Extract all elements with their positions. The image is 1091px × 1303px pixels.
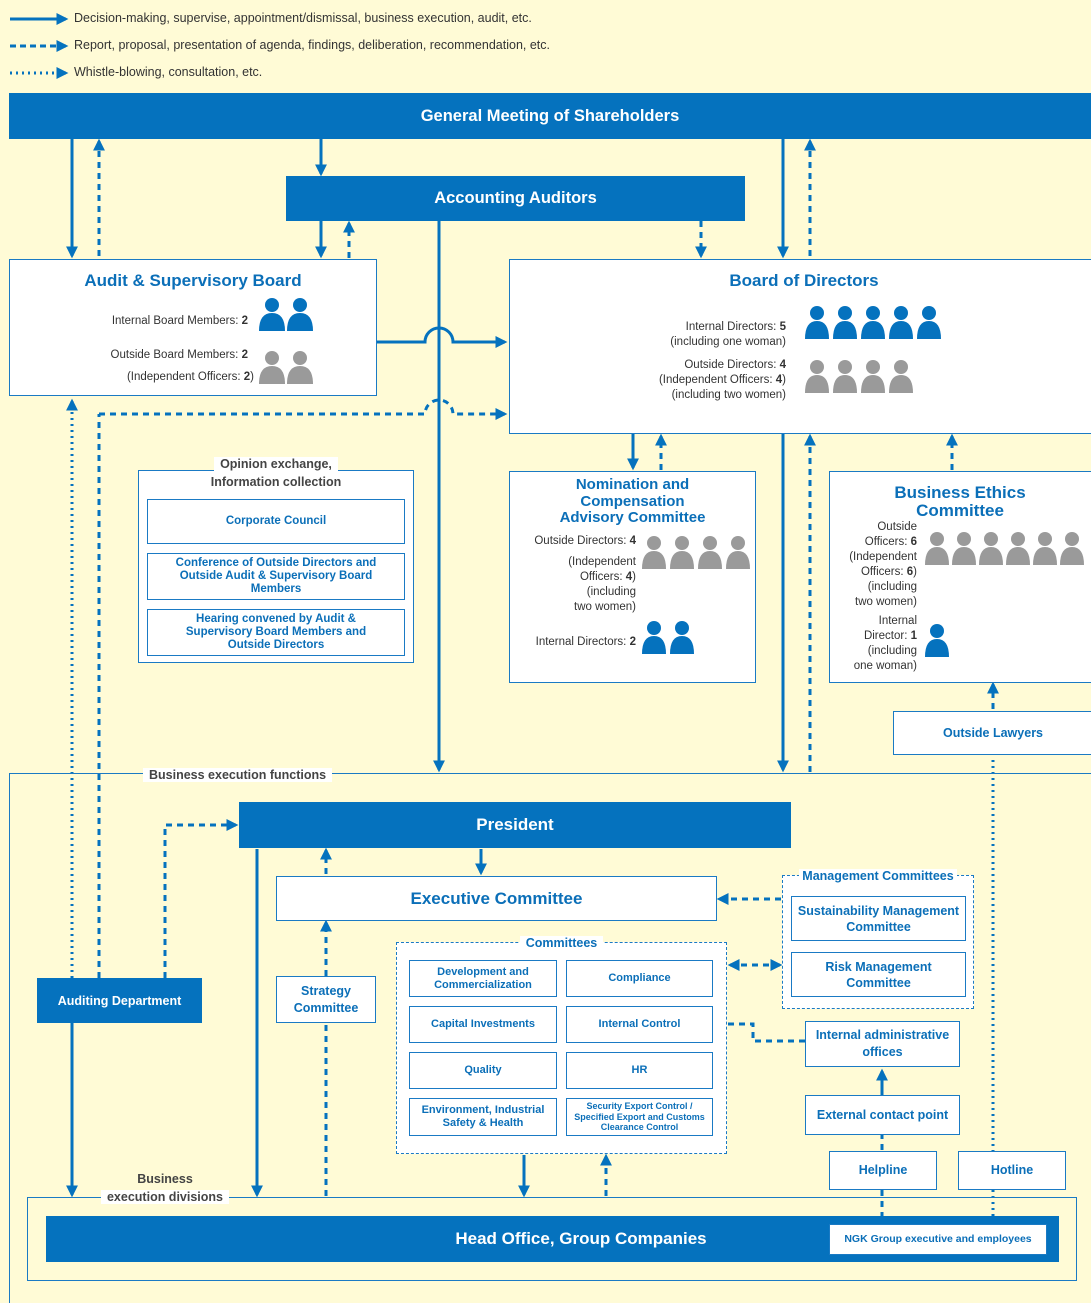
audit-outside-label: Outside Board Members: 2 (110, 349, 248, 361)
nomination-internal-label: Internal Directors: 2 (535, 636, 636, 648)
audit-supervisory-board (9, 259, 377, 396)
board-internal-label: Internal Directors: 5 (including one wom… (670, 321, 786, 348)
audit-outside-person-icons (259, 351, 313, 384)
committees-title: Committees (396, 934, 727, 952)
auditing-department: Auditing Department (37, 978, 202, 1023)
audit-internal-person-icons (259, 298, 313, 331)
committee-capital-investments: Capital Investments (409, 1006, 557, 1043)
strategy-committee: Strategy Committee (276, 976, 376, 1023)
legend-dashed: Report, proposal, presentation of agenda… (74, 38, 550, 52)
committee-environment-safety: Environment, Industrial Safety & Health (409, 1098, 557, 1136)
nomination-outside-person-icons (642, 536, 750, 569)
president-box: President (239, 802, 791, 848)
ethics-outside-label: Outside Officers: 6 (Independent Officer… (849, 521, 917, 608)
board-title: Board of Directors (729, 271, 879, 290)
business-execution-divisions-title: Business execution divisions (90, 1170, 240, 1206)
board-internal-person-icons (805, 306, 941, 339)
opinion-exchange-title: Opinion exchange, Information collection (138, 455, 414, 491)
ethics-internal-label: Internal Director: 1 (including one woma… (853, 615, 917, 672)
audit-internal-label: Internal Board Members: 2 (111, 315, 248, 327)
conference-outside-directors: Conference of Outside Directors and Outs… (147, 553, 405, 600)
business-execution-divisions-frame (27, 1197, 1077, 1281)
business-execution-functions-title: Business execution functions (143, 766, 333, 784)
ethics-internal-person-icon (925, 624, 949, 657)
nomination-internal-person-icons (642, 621, 694, 654)
board-of-directors (509, 259, 1091, 434)
nomination-outside-label: Outside Directors: 4 (Independent Office… (534, 535, 636, 613)
hotline: Hotline (958, 1151, 1066, 1190)
management-committees-title: Management Committees (782, 867, 974, 885)
board-outside-label: Outside Directors: 4 (Independent Office… (658, 359, 786, 401)
corporate-council: Corporate Council (147, 499, 405, 544)
head-office-label: Head Office, Group Companies (455, 1229, 707, 1248)
helpline: Helpline (829, 1151, 937, 1190)
accounting-auditors-box: Accounting Auditors (286, 176, 745, 221)
audit-independent-label: (Independent Officers: 2) (126, 371, 254, 383)
risk-management-committee: Risk Management Committee (791, 952, 966, 997)
ethics-outside-person-icons (925, 532, 1084, 565)
committee-internal-control: Internal Control (566, 1006, 713, 1043)
committee-quality: Quality (409, 1052, 557, 1089)
outside-lawyers: Outside Lawyers (893, 711, 1091, 755)
board-outside-person-icons (805, 360, 913, 393)
audit-board-title: Audit & Supervisory Board (84, 271, 302, 290)
legend-solid: Decision-making, supervise, appointment/… (74, 11, 532, 25)
business-execution-functions-frame (9, 773, 1091, 1303)
business-ethics-committee (829, 471, 1091, 683)
ethics-title: Business Ethics Committee (894, 483, 1026, 520)
ngk-group-employees: NGK Group executive and employees (829, 1224, 1047, 1255)
nomination-compensation-committee (509, 471, 756, 683)
committee-compliance: Compliance (566, 960, 713, 997)
hearing-audit-board: Hearing convened by Audit & Supervisory … (147, 609, 405, 656)
nomination-title: Nomination and Compensation Advisory Com… (559, 476, 706, 526)
committee-security-export: Security Export Control / Specified Expo… (566, 1098, 713, 1136)
legend-dotted: Whistle-blowing, consultation, etc. (74, 65, 263, 79)
executive-committee: Executive Committee (276, 876, 717, 921)
internal-administrative-offices: Internal administrative offices (805, 1021, 960, 1067)
committee-hr: HR (566, 1052, 713, 1089)
shareholders-bar: General Meeting of Shareholders (9, 93, 1091, 139)
external-contact-point: External contact point (805, 1095, 960, 1135)
committee-development: Development and Commercialization (409, 960, 557, 997)
sustainability-management-committee: Sustainability Management Committee (791, 896, 966, 941)
